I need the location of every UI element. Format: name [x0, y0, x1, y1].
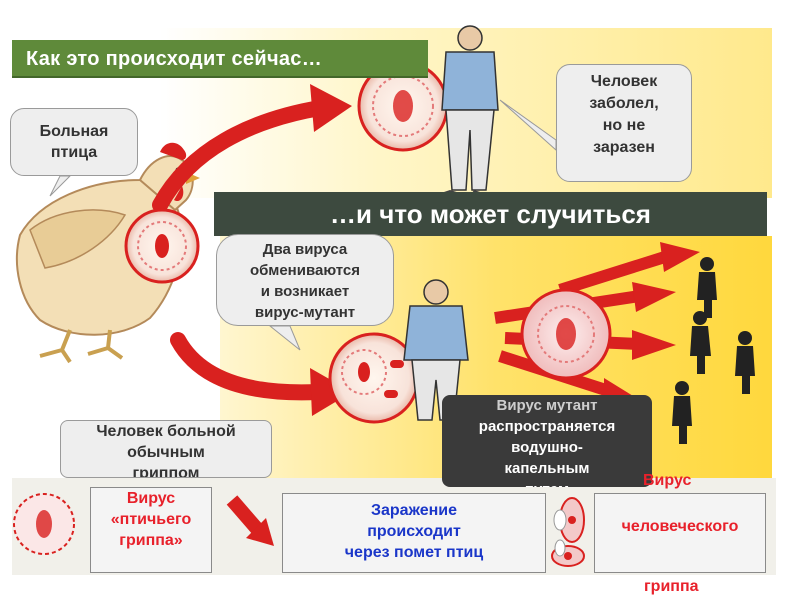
arrow-to-mixing-icon [170, 332, 352, 416]
card-infection-route: Заражение происходит через помет птиц [282, 493, 546, 573]
bubble-line: заболел, [589, 95, 659, 112]
header-now: Как это происходит сейчас… [12, 40, 428, 78]
bird-flu-virus-icon [13, 493, 75, 555]
bubble-line: Человек больной [96, 423, 236, 440]
bubble-line: и возникает [260, 283, 350, 300]
human-flu-label-top: Вирус [643, 472, 692, 489]
bubble-line: путем [442, 479, 652, 487]
bubble-line: водушно- [511, 439, 583, 456]
card-line: «птичьего [110, 511, 192, 528]
bubble-line: Больная [39, 123, 109, 140]
bird-virus-cell-icon [124, 208, 200, 284]
bubble-tail-person [499, 99, 557, 152]
bubble-line: обычным [127, 444, 205, 461]
card-human-flu-virus: человеческого [594, 493, 766, 573]
bubble-tail-bird [49, 175, 72, 197]
bubble-line: заразен [593, 139, 655, 156]
arrow-to-infection-icon [226, 495, 274, 546]
bubble-two-viruses: Два вируса обмениваются и возникает виру… [216, 234, 394, 326]
bubble-sick-bird: Больная птица [10, 108, 138, 176]
bubble-line: гриппом [132, 465, 200, 478]
card-line: Заражение [370, 502, 458, 519]
bubble-line: но не [602, 117, 646, 134]
infected-cell-top-icon [357, 60, 449, 152]
people-silhouettes-icon [672, 257, 755, 444]
bubble-line: распространяется [478, 418, 616, 435]
bubble-line: капельным [504, 460, 590, 477]
person-middle-icon [403, 279, 469, 421]
bubble-person-sick: Человек заболел, но не заразен [556, 64, 692, 182]
card-line: гриппа» [119, 532, 183, 549]
card-line: через помет птиц [344, 544, 484, 561]
bubble-line: Вирус мутант [496, 397, 598, 414]
header-what-may-happen: …и что может случиться [214, 192, 767, 236]
bubble-tail-two [268, 325, 301, 351]
bubble-line: Человек [590, 73, 658, 90]
human-flu-virus-icon [551, 497, 585, 567]
arrow-to-person-icon [152, 84, 352, 213]
card-line: происходит [367, 523, 461, 540]
mixing-cell-icon [328, 332, 420, 424]
bubble-line: обмениваются [250, 262, 360, 279]
bubble-line: птица [50, 144, 98, 161]
bubble-line: вирус-мутант [254, 304, 356, 321]
human-flu-label-bottom: гриппа [644, 578, 699, 595]
bubble-line: Два вируса [262, 241, 348, 258]
card-bird-flu-virus: Вирус «птичьего гриппа» [90, 487, 212, 573]
bird-droppings-icon [553, 509, 567, 557]
mutant-virus-cell-icon [520, 288, 612, 380]
bubble-common-flu: Человек больной обычным гриппом [60, 420, 272, 478]
bubble-mutant-spreads: Вирус мутант распространяется водушно- к… [442, 395, 652, 487]
card-line: человеческого [621, 518, 739, 535]
card-line: Вирус [126, 490, 176, 507]
